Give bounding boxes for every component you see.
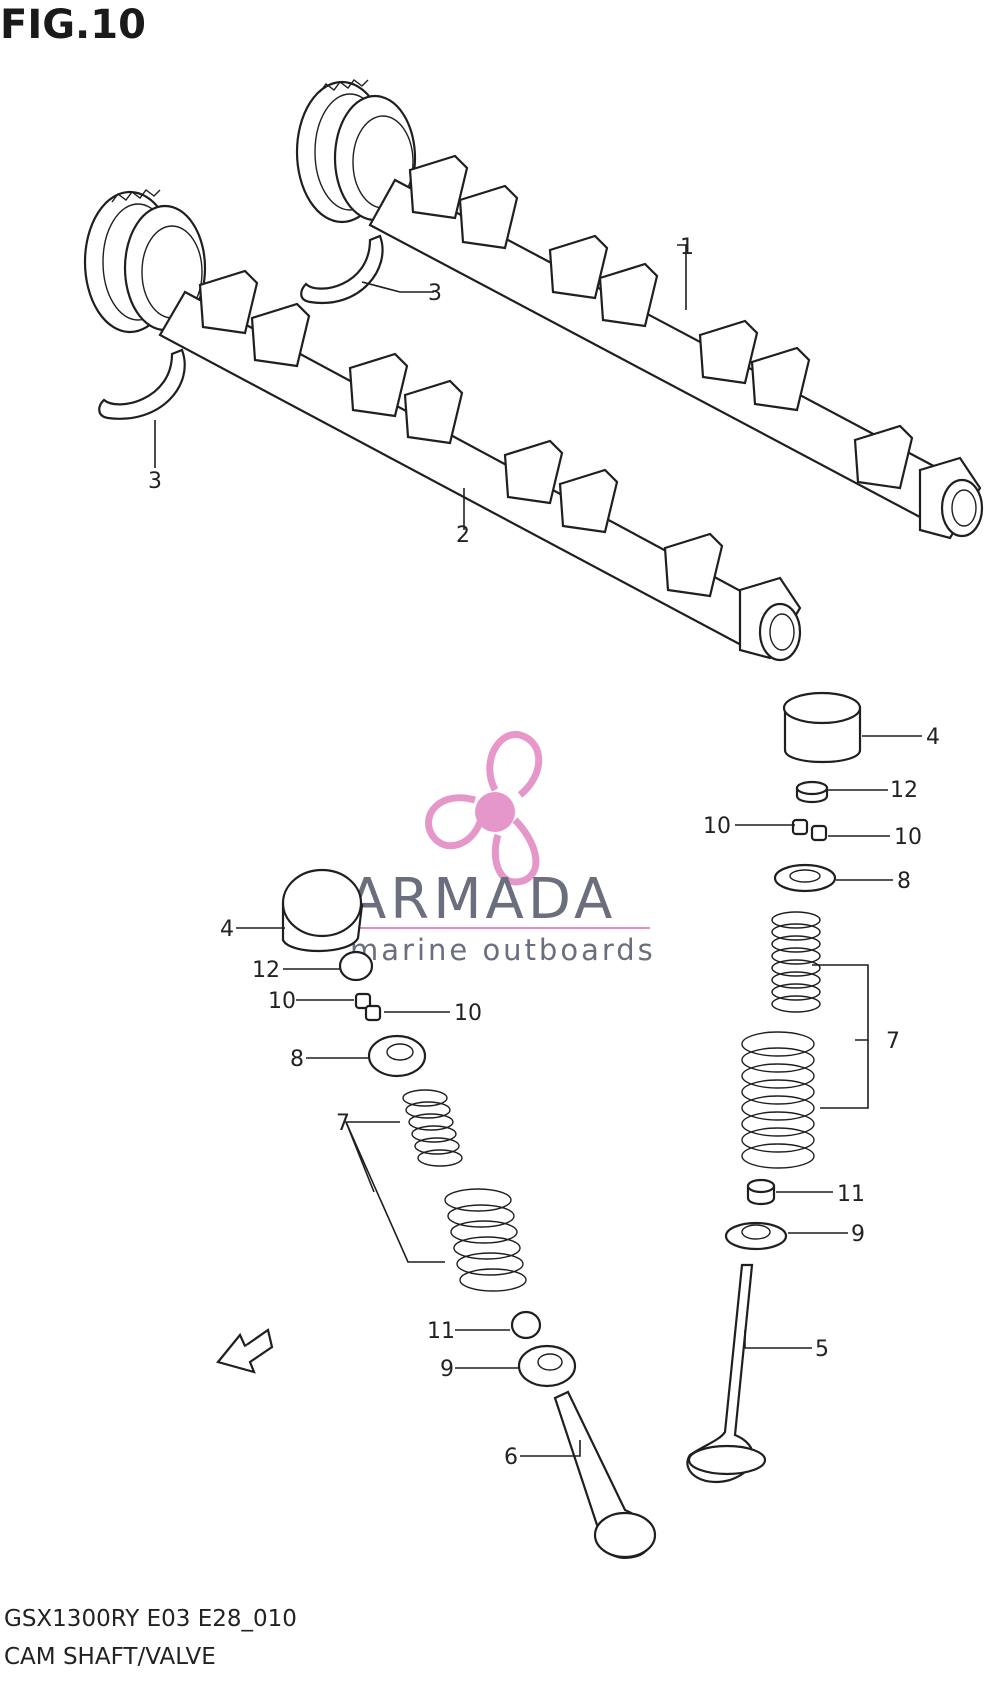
watermark-brand-name: ARMADA — [348, 867, 616, 932]
callout-10-right-a: 10 — [703, 814, 731, 839]
callout-10-left-a: 10 — [268, 989, 296, 1014]
callout-9-right: 9 — [851, 1222, 865, 1247]
camshaft-2 — [83, 189, 802, 662]
callout-10-left-b: 10 — [454, 1001, 482, 1026]
callout-7-right: 7 — [886, 1029, 900, 1054]
callout-12-right: 12 — [890, 778, 918, 803]
callout-4-left: 4 — [220, 917, 234, 942]
valve-assembly-left — [281, 868, 657, 1560]
callout-10-right-b: 10 — [894, 825, 922, 850]
watermark-brand-tagline: marine outboards — [350, 933, 656, 967]
fwd-direction-badge: FWD — [216, 1328, 274, 1374]
callout-2: 2 — [456, 523, 470, 548]
callout-12-left: 12 — [252, 958, 280, 983]
callout-3-upper: 3 — [428, 281, 442, 306]
callout-4-right: 4 — [926, 725, 940, 750]
callout-8-right: 8 — [897, 869, 911, 894]
callout-7-left: 7 — [336, 1111, 350, 1136]
section-name: CAM SHAFT/VALVE — [4, 1644, 216, 1670]
callout-11-right: 11 — [837, 1182, 865, 1207]
thrust-ring-upper — [300, 234, 384, 305]
callout-5: 5 — [815, 1337, 829, 1362]
callout-6: 6 — [504, 1445, 518, 1470]
thrust-ring-lower — [98, 348, 186, 420]
callout-3-lower: 3 — [148, 469, 162, 494]
figure-label: FIG.10 — [0, 2, 146, 48]
camshaft-1 — [295, 79, 984, 540]
callout-11-left: 11 — [427, 1319, 455, 1344]
model-code: GSX1300RY E03 E28_010 — [4, 1606, 297, 1632]
callout-8-left: 8 — [290, 1047, 304, 1072]
valve-assembly-right — [686, 691, 862, 1483]
watermark-propeller-icon — [425, 731, 543, 886]
callout-1: 1 — [680, 235, 694, 260]
callout-9-left: 9 — [440, 1357, 454, 1382]
